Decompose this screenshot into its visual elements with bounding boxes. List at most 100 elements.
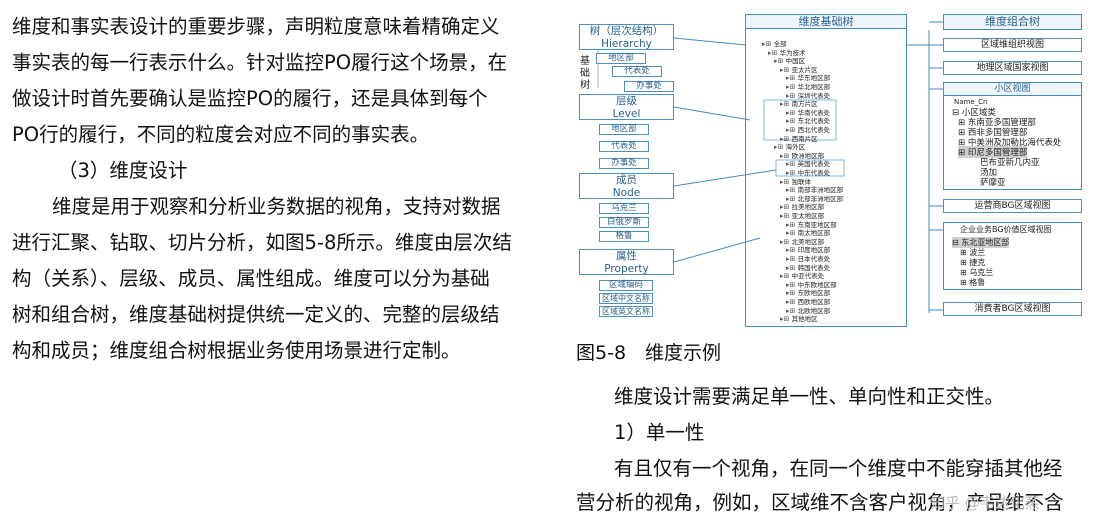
tree-expand-icon[interactable]: ▸⊞ [786,246,798,255]
tree-node[interactable]: ▸⊞ 亚太地区部 [780,210,824,220]
tree-node-label: 华为技术 [779,48,806,57]
tree-expand-icon[interactable]: ▸⊞ [786,220,798,229]
tree-node[interactable]: ▸⊞ 日本代表处 [786,253,830,263]
tree-expand-icon[interactable]: ▸⊞ [780,177,792,186]
tree-node-label: 北部非洲地区部 [797,194,844,203]
tree-expand-icon[interactable]: ▸⊞ [786,186,798,195]
tree-expand-icon[interactable]: ▸⊞ [780,65,792,74]
subregion-item[interactable]: ⊞ 东南亚多国管理部 [958,118,1036,128]
tree-expand-icon[interactable]: ▸⊞ [774,57,786,66]
tree-expand-icon[interactable]: ▸⊞ [786,108,798,117]
tree-node[interactable]: ▸⊞ 华为技术 [768,47,806,57]
subregion-item[interactable]: ⊟ 小区域类 [952,108,996,118]
tree-node[interactable]: ▸⊞ 华北地区部 [786,81,830,91]
tree-expand-icon[interactable]: ▸⊞ [786,91,798,100]
tree-expand-icon[interactable]: ▸⊞ [786,160,798,169]
tree-node[interactable]: ▸⊞ 中东欧地区部 [786,279,837,289]
tree-node[interactable]: ▸⊞ 东北代表处 [786,115,830,125]
tree-node[interactable]: ▸⊞ 西北代表处 [786,124,830,134]
tree-expand-icon[interactable]: ▸⊞ [774,143,786,152]
tree-expand-icon[interactable]: ▸⊞ [786,194,798,203]
tree-node[interactable]: ▸⊞ 印度地区部 [786,244,830,254]
tree-node-label: 西欧地区部 [797,298,831,306]
tree-node-label: 南太地区部 [797,229,831,238]
tree-node[interactable]: ▸⊞ 北美地区部 [780,236,824,246]
enterprise-panel [943,222,1082,290]
tree-expand-icon[interactable]: ▸⊞ [786,255,798,263]
tree-node-label: 海外区 [785,143,806,152]
tree-expand-icon[interactable]: ▸⊞ [786,74,798,83]
tree-expand-icon[interactable]: ▸⊞ [786,83,798,91]
tree-node[interactable]: ▸⊞ 南部非洲地区部 [786,184,843,194]
tree-node-label: 华东地区部 [797,74,831,83]
property-box: 属性 Property [579,249,674,275]
combo-view-carrier: 运营商BG区域视图 [943,199,1082,213]
tree-node[interactable]: ▸⊞ 北部非洲地区部 [786,193,843,203]
tree-expand-icon[interactable]: ▸⊞ [780,134,792,143]
text-line: 维度和事实表设计的重要步骤，声明粒度意味着精确定义 [12,15,500,38]
text-line: 维度设计需要满足单一性、单向性和正交性。 [614,385,1005,408]
enterprise-item[interactable]: ⊞ 格鲁 [960,278,986,287]
subregion-item[interactable]: ⊞ 印尼多国管理部 [958,146,1028,158]
member-item: 乌克兰 [599,203,649,214]
tree-node[interactable]: ▸⊞ 英国代表处 [786,158,830,168]
tree-node[interactable]: ▸⊞ 深圳代表处 [786,90,830,100]
tree-expand-icon[interactable]: ▸⊞ [768,48,780,57]
text-line: 1）单一性 [614,421,705,444]
tree-expand-icon[interactable]: ▸⊞ [786,280,798,289]
tree-node[interactable]: ▸⊞ 中国区 [774,55,805,65]
tree-expand-icon[interactable]: ▸⊞ [786,117,798,126]
subregion-child[interactable]: 汤加 [980,168,998,178]
tree-node[interactable]: ▸⊞ 南太地区部 [786,227,830,237]
tree-node[interactable]: ▸⊞ 中亚代表处 [780,270,824,280]
tree-expand-icon[interactable]: ▸⊞ [786,263,798,272]
tree-expand-icon[interactable]: ▸⊞ [786,126,798,134]
property-item: 区域中文名称 [599,293,653,304]
tree-node[interactable]: ▸⊞ 欧洲地区部 [780,150,824,160]
enterprise-item[interactable]: ⊞ 波兰 [960,248,986,257]
tree-node[interactable]: ▸⊞ 全部 [762,38,787,48]
tree-expand-icon[interactable]: ▸⊞ [786,289,798,298]
tree-expand-icon[interactable]: ▸⊞ [780,203,792,212]
tree-expand-icon[interactable]: ▸⊞ [780,237,792,246]
tree-expand-icon[interactable]: ▸⊞ [762,40,774,48]
tree-node[interactable]: ▸⊞ 北欧地区部 [786,305,830,315]
tree-node-label: 东欧地区部 [797,289,831,298]
tree-node[interactable]: ▸⊞ 西欧地区部 [786,296,830,306]
tree-expand-icon[interactable]: ▸⊞ [780,100,792,109]
subregion-child[interactable]: 萨摩亚 [980,178,1006,188]
tree-expand-icon[interactable]: ▸⊞ [786,229,798,238]
text-line: 构（关系）、层级、成员、属性组成。维度可以分为基础 [12,267,490,290]
tree-node[interactable]: ▸⊞ 东南亚地区部 [786,219,837,229]
subregion-item[interactable]: ⊞ 中美洲及加勒比海代表处 [958,138,1062,148]
tree-node[interactable]: ▸⊞ 独联体 [780,176,811,186]
level-item: 办事处 [599,158,649,169]
tree-node[interactable]: ▸⊞ 华南代表处 [786,107,830,117]
tree-expand-icon[interactable]: ▸⊞ [786,298,798,306]
tree-expand-icon[interactable]: ▸⊞ [780,212,792,220]
tree-node[interactable]: ▸⊞ 拉美地区部 [780,201,824,211]
subregion-child[interactable]: 巴布亚新几内亚 [980,158,1040,168]
enterprise-item[interactable]: ⊞ 捷克 [960,258,986,267]
tree-node[interactable]: ▸⊞ 西南片区 [780,133,818,143]
tree-expand-icon[interactable]: ▸⊞ [780,272,792,281]
subregion-item[interactable]: ⊞ 西非多国管理部 [958,128,1028,138]
tree-node[interactable]: ▸⊞ 东欧地区部 [786,287,830,297]
tree-node[interactable]: ▸⊞ 其他地区 [780,313,818,323]
tree-expand-icon[interactable]: ▸⊞ [780,151,792,160]
tree-node[interactable]: ▸⊞ 亚太片区 [780,64,818,74]
tree-node[interactable]: ▸⊞ 南方片区 [780,98,818,108]
text-line: 做设计时首先要确认是监控PO的履行，还是具体到每个 [12,87,488,110]
tree-node-label: 深圳代表处 [797,91,831,100]
enterprise-item[interactable]: ⊟ 东北亚地区部 [952,237,1010,248]
tree-expand-icon[interactable]: ▸⊞ [786,169,798,177]
tree-node-label: 西南片区 [791,134,818,143]
tree-node[interactable]: ▸⊞ 韩国代表处 [786,262,830,272]
tree-node-label: 日本代表处 [797,255,831,263]
tree-expand-icon[interactable]: ▸⊞ [786,306,798,315]
tree-expand-icon[interactable]: ▸⊞ [780,315,792,324]
enterprise-item[interactable]: ⊞ 乌克兰 [960,268,994,277]
tree-node[interactable]: ▸⊞ 中东代表处 [786,167,830,177]
tree-node[interactable]: ▸⊞ 华东地区部 [786,72,830,82]
tree-node[interactable]: ▸⊞ 海外区 [774,141,805,151]
